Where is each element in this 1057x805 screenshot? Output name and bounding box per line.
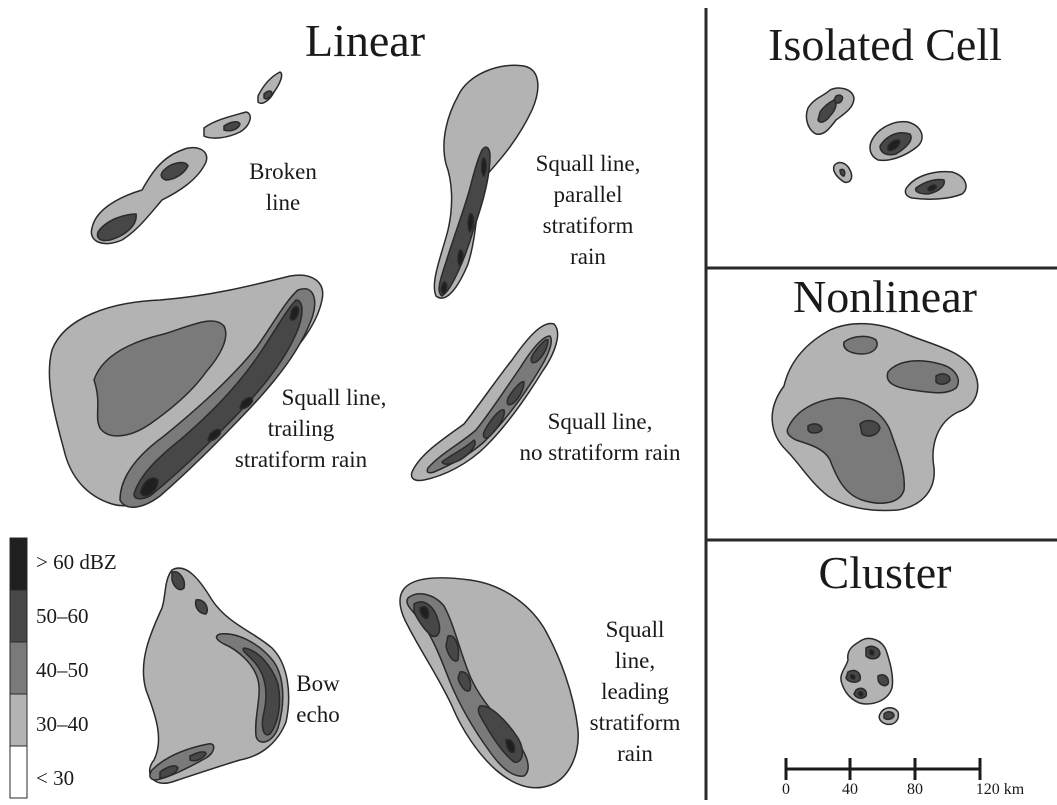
label-bow-echo: Bow echo [280,668,356,730]
title-isolated-cell: Isolated Cell [720,20,1050,70]
label-line: Squall line, [494,406,706,437]
label-line: Squall [570,614,700,645]
bow-echo-shape [143,568,288,783]
label-broken-line: Broken line [218,156,348,218]
scale-label-120km: 120 km [960,781,1040,799]
legend-swatch-30-40 [10,694,27,746]
label-line: rain [508,241,668,272]
label-line: parallel [508,179,668,210]
label-line: leading [570,676,700,707]
legend-swatch-lt30 [10,746,27,798]
label-line: trailing [196,413,406,444]
label-squall-leading: Squall line, leading stratiform rain [570,614,700,769]
nonlinear-echo [772,324,978,511]
label-line: Bow [280,668,356,699]
scale-bar [785,758,980,780]
scale-label-80: 80 [885,781,945,799]
legend-swatch-40-50 [10,642,27,694]
isolated-cell-echoes [806,88,966,199]
scale-label-0: 0 [756,781,816,799]
label-line: stratiform [570,707,700,738]
label-squall-parallel: Squall line, parallel stratiform rain [508,148,668,272]
legend-label-30-40: 30–40 [36,712,89,736]
label-line: rain [570,738,700,769]
label-line: Broken [218,156,348,187]
label-line: line, [570,645,700,676]
label-line: stratiform [508,210,668,241]
title-cluster: Cluster [770,548,1000,598]
title-nonlinear: Nonlinear [740,272,1030,322]
legend-swatch-50-60 [10,590,27,642]
legend-label-50-60: 50–60 [36,604,89,628]
squall-leading-echo [400,578,578,788]
label-squall-no-stratiform: Squall line, no stratiform rain [494,406,706,468]
label-line: echo [280,699,356,730]
legend-label-40-50: 40–50 [36,658,89,682]
cluster-echo [841,638,898,724]
legend-label-gt60: > 60 dBZ [36,550,117,574]
label-line: line [218,187,348,218]
label-line: stratiform rain [196,444,406,475]
title-linear: Linear [245,16,485,66]
label-line: Squall line, [196,382,406,413]
legend-swatch-gt60 [10,538,27,590]
legend-swatches [10,538,27,798]
label-line: no stratiform rain [494,437,706,468]
scale-label-40: 40 [820,781,880,799]
label-line: Squall line, [508,148,668,179]
label-squall-trailing: Squall line, trailing stratiform rain [196,382,406,475]
legend-label-lt30: < 30 [36,766,74,790]
